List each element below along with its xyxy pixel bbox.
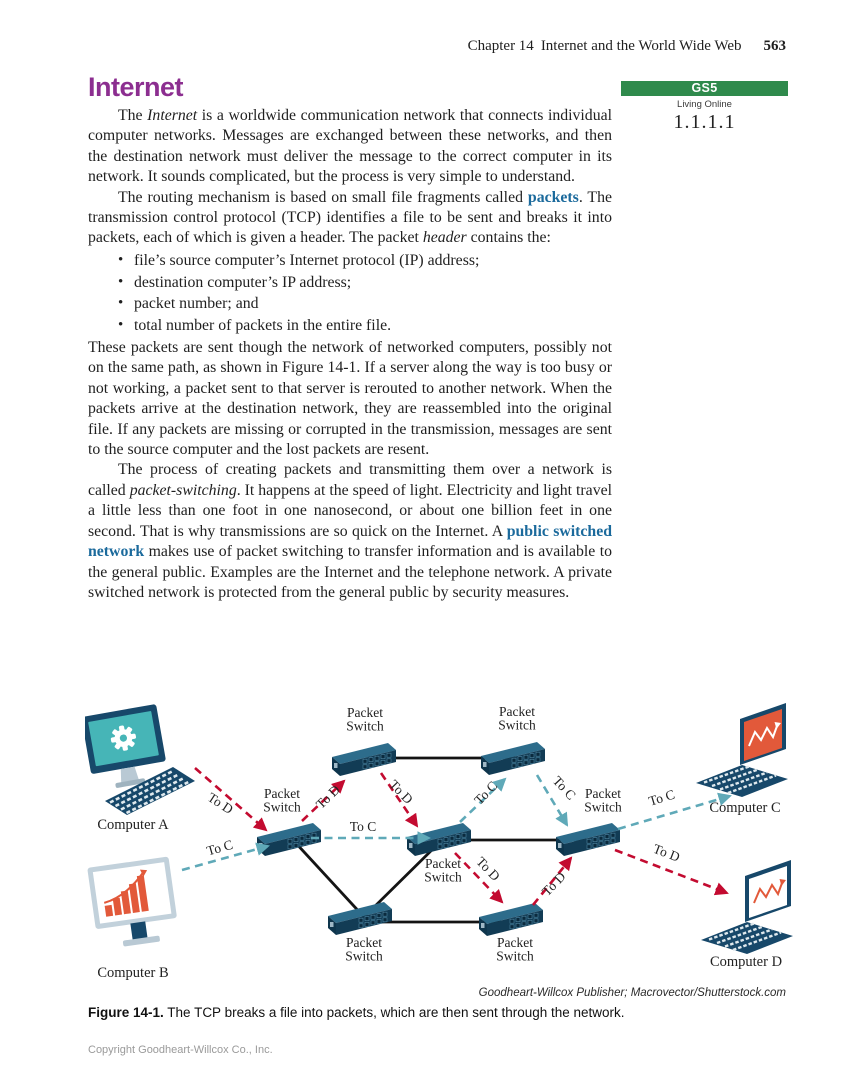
computer-c-label: Computer C (709, 800, 780, 816)
to-c-label: To C (350, 819, 376, 834)
computer-a (81, 704, 195, 815)
monitor-stand (130, 921, 148, 941)
to-d-label: To D (473, 854, 503, 884)
paragraph-2: The routing mechanism is based on small … (88, 188, 612, 247)
figure-caption-label: Figure 14-1. (88, 1005, 164, 1020)
list-item: packet number; and (118, 293, 612, 315)
standards-badge-subtitle: Living Online (677, 99, 732, 110)
to-d-label: To D (205, 790, 236, 818)
link-left-bottomleft (291, 839, 366, 918)
keyboard-keys (703, 765, 777, 795)
standards-badge-code: GS5 (621, 81, 788, 96)
to-d-label: To D (539, 869, 569, 899)
packet-switch-top-right (480, 741, 546, 776)
keyboard-keys (708, 922, 782, 952)
list-item: total number of packets in the entire fi… (118, 315, 612, 337)
line-chart-icon (753, 879, 786, 904)
route-to-c-segment (535, 774, 569, 827)
monitor-base (122, 935, 160, 947)
route-to-d-segment (454, 852, 504, 904)
computer-b-label: Computer B (97, 965, 168, 981)
computer-d (701, 860, 793, 954)
paragraph-4: The process of creating packets and tran… (88, 461, 612, 601)
standards-badge: GS5 Living Online 1.1.1.1 (621, 81, 788, 134)
computer-b (87, 856, 177, 947)
route-to-d-segment (301, 779, 346, 822)
list-item: file’s source computer’s Internet protoc… (118, 250, 612, 272)
route-to-d-segment (614, 848, 729, 896)
keyboard-keys (109, 770, 190, 815)
copyright-line: Copyright Goodheart-Willcox Co., Inc. (88, 1044, 273, 1056)
packet-switch-bottom-right (478, 902, 544, 937)
paragraph-1: The Internet is a worldwide communicatio… (88, 107, 613, 186)
monitor-stand (120, 766, 139, 784)
figure-caption-text: The TCP breaks a file into packets, whic… (167, 1005, 625, 1020)
body-text: The Internet is a worldwide communicatio… (88, 106, 612, 603)
route-to-c (181, 774, 732, 872)
computer-d-label: Computer D (710, 954, 782, 970)
monitor-base (115, 778, 146, 788)
page-number: 563 (763, 38, 787, 54)
packet-switch-bottom-left (327, 901, 393, 936)
paragraph-3: These packets are sent though the networ… (88, 339, 612, 459)
route-to-c-segment (181, 842, 270, 872)
list-item: destination computer’s IP address; (118, 272, 612, 294)
computer-c (696, 703, 788, 797)
figure-caption: Figure 14-1. The TCP breaks a file into … (88, 1005, 788, 1020)
line-chart-icon (748, 722, 781, 747)
to-c-label: To C (471, 778, 500, 807)
packet-switch-left (256, 822, 322, 857)
computer-labels: Computer A Computer B Computer C Compute… (97, 800, 782, 981)
packet-header-list: file’s source computer’s Internet protoc… (118, 250, 612, 337)
glossary-term-packets: packets (527, 188, 579, 206)
bar-chart-icon (103, 869, 149, 917)
route-to-d (194, 767, 729, 906)
route-to-c-segment (459, 777, 507, 823)
to-d-label: To D (386, 777, 416, 807)
glossary-term-public-switched-network: public switched network (88, 522, 612, 561)
to-c-label: To C (205, 837, 235, 859)
to-c-label: To C (647, 787, 677, 809)
keyboard (105, 767, 195, 815)
chapter-title: Internet and the World Wide Web (540, 38, 742, 54)
standards-badge-number: 1.1.1.1 (673, 111, 736, 133)
page-title: Internet (88, 72, 184, 102)
route-to-d-segment (531, 856, 573, 906)
chapter-number: Chapter 14 (467, 38, 534, 54)
figure-credit: Goodheart-Willcox Publisher; Macrovector… (478, 987, 786, 999)
packet-switch-right (555, 822, 621, 857)
route-to-d-segment (379, 772, 419, 828)
packet-switch-top-left (331, 742, 397, 777)
to-d-label: To D (651, 841, 682, 865)
to-c-label: To C (550, 773, 579, 803)
computer-a-label: Computer A (97, 817, 169, 833)
route-to-d-segment (194, 767, 268, 832)
running-head: Chapter 14 Internet and the World Wide We… (468, 38, 786, 55)
packet-switch-center (406, 822, 472, 857)
route-to-c-segment (617, 792, 732, 831)
